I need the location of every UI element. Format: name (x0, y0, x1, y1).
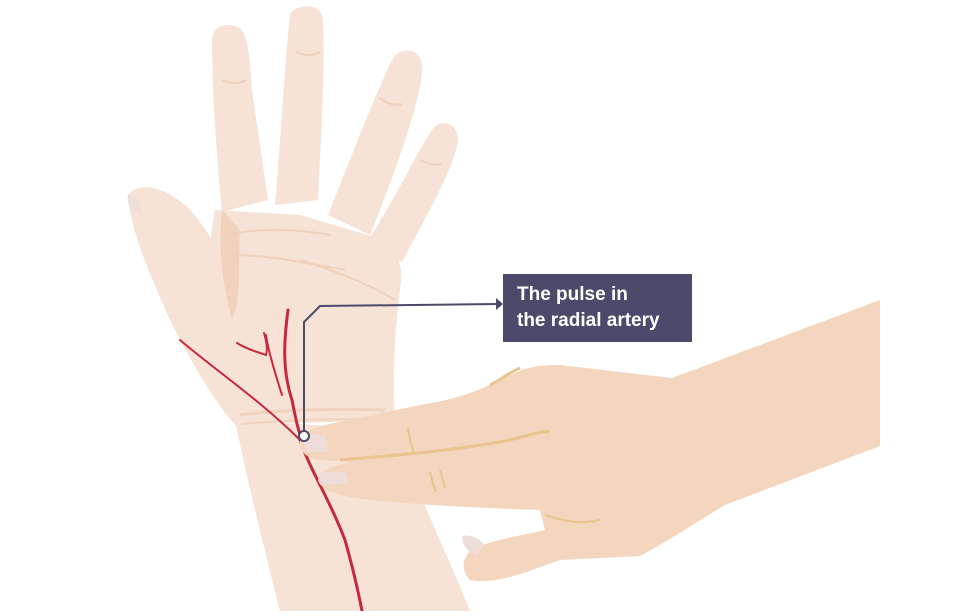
callout-label: The pulse in the radial artery (503, 274, 692, 342)
callout-line-2: the radial artery (517, 310, 660, 331)
examiner-hand (299, 300, 880, 581)
radial-artery (179, 308, 364, 613)
pulse-point-marker (298, 430, 310, 442)
patient-hand (127, 6, 470, 611)
callout-line-1: The pulse in (517, 284, 628, 305)
callout-leader (298, 298, 503, 442)
